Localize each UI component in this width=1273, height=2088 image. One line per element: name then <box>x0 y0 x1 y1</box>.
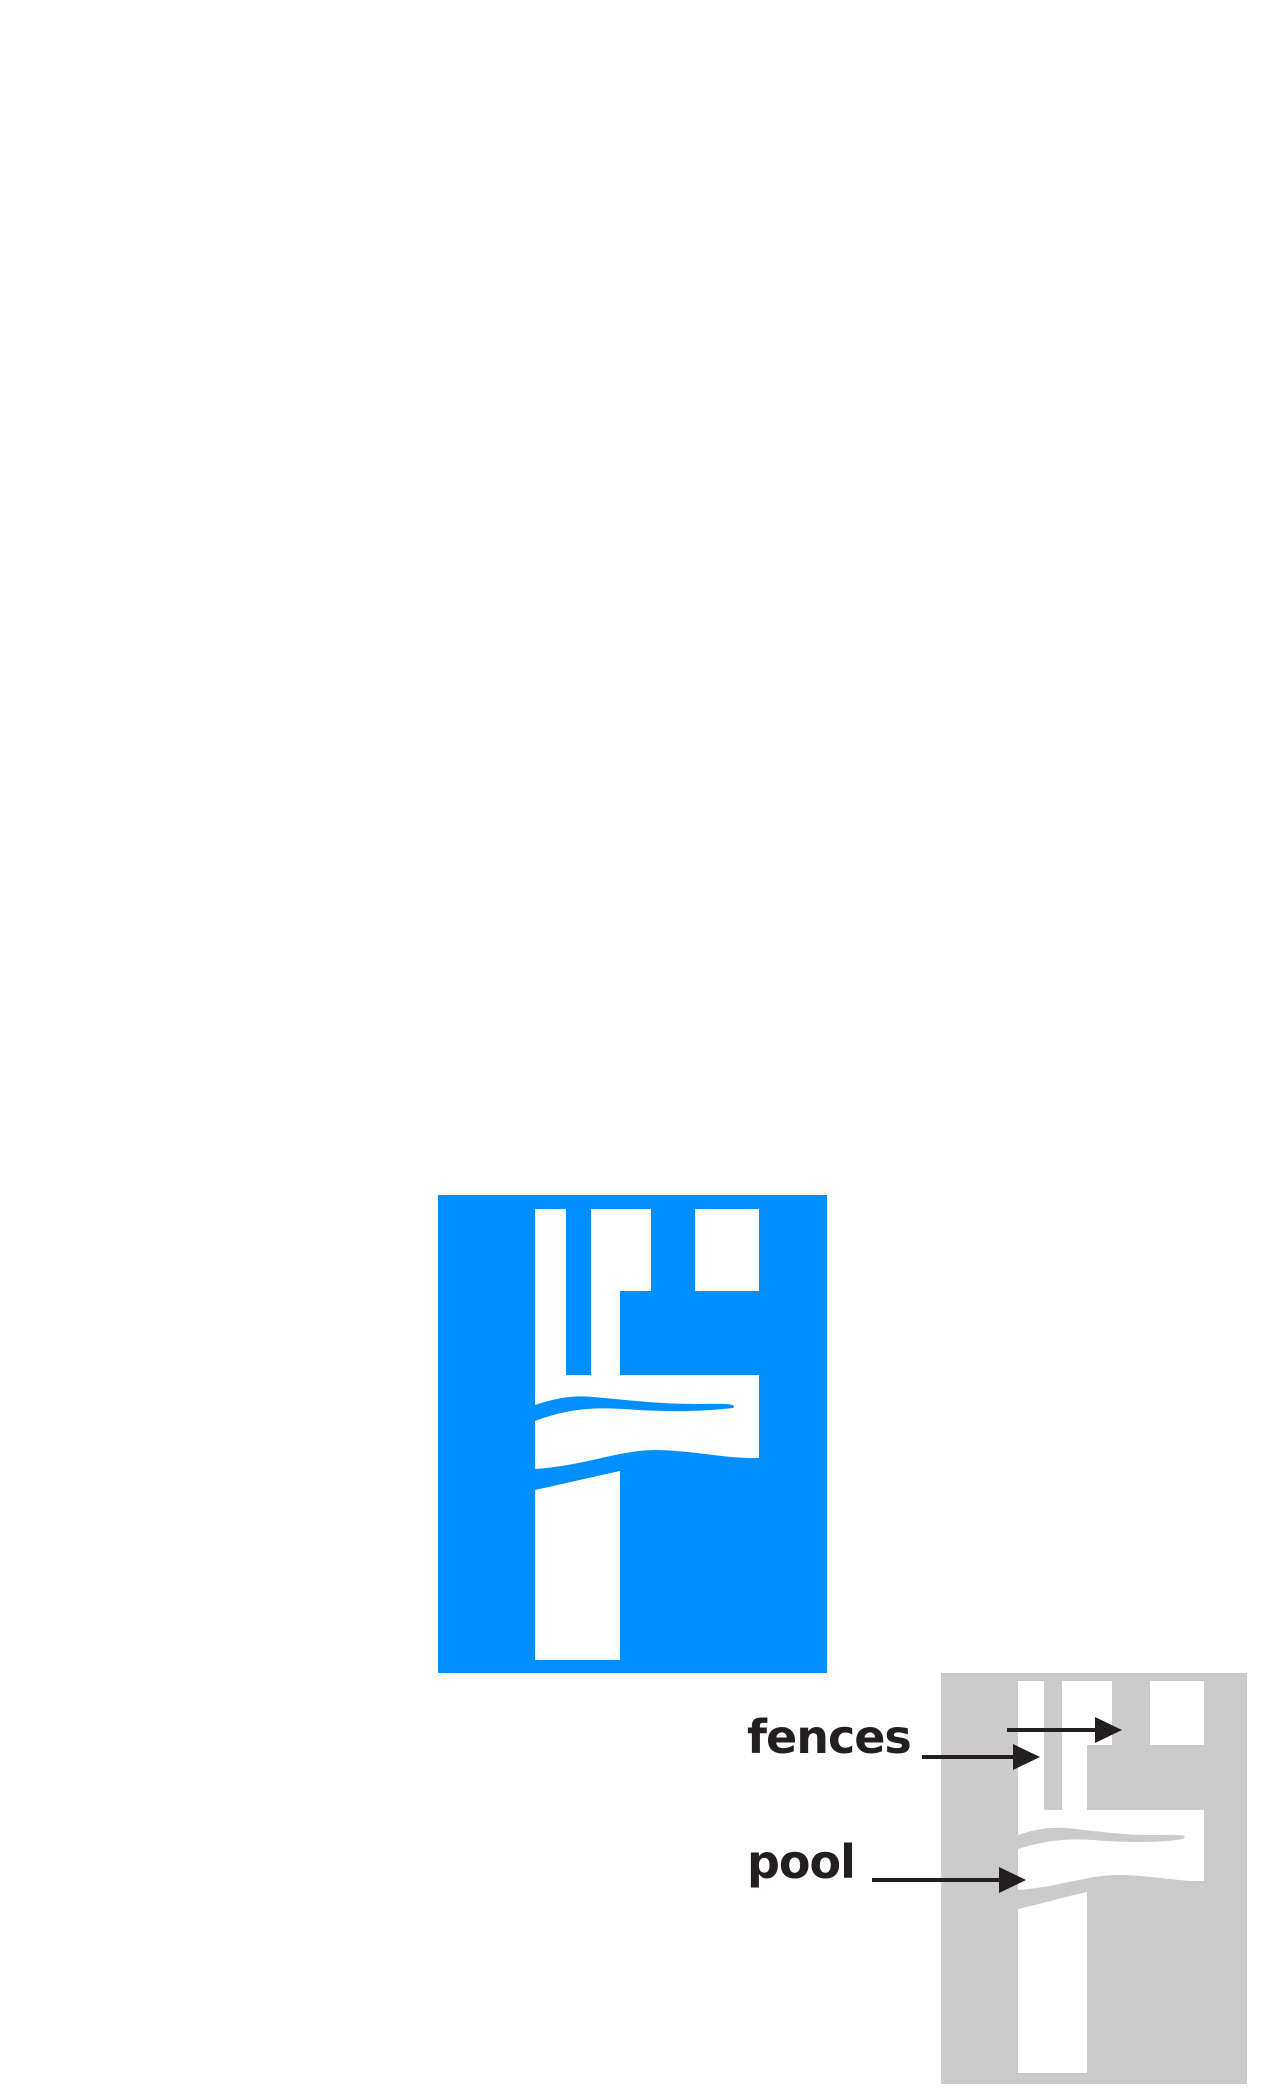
fence-post-left <box>535 1209 566 1375</box>
fence-block-top <box>620 1209 651 1291</box>
label-fences: fences <box>747 1710 912 1764</box>
label-pool: pool <box>747 1835 856 1889</box>
arrow-fences-lower-head <box>1013 1744 1040 1770</box>
fence-block-right <box>695 1209 759 1291</box>
gray-fence-block-right <box>1150 1681 1204 1745</box>
logo-blue-graphic <box>438 1195 827 1673</box>
annotated-logo-graphic <box>872 1673 1247 2084</box>
annotated-logo-diagram <box>740 1665 1273 2084</box>
gray-fence-post-middle <box>1062 1681 1087 1810</box>
gray-pool-wave <box>1018 1827 1185 1849</box>
stem-block <box>535 1471 620 1660</box>
arrow-pool-head <box>999 1867 1026 1893</box>
logo-blue <box>438 1195 827 1673</box>
gray-fence-post-left <box>1018 1681 1044 1810</box>
fence-post-middle <box>591 1209 620 1375</box>
gray-stem-block <box>1018 1892 1087 2073</box>
pool-wave <box>535 1396 734 1421</box>
arrow-fences-upper-head <box>1095 1717 1122 1743</box>
